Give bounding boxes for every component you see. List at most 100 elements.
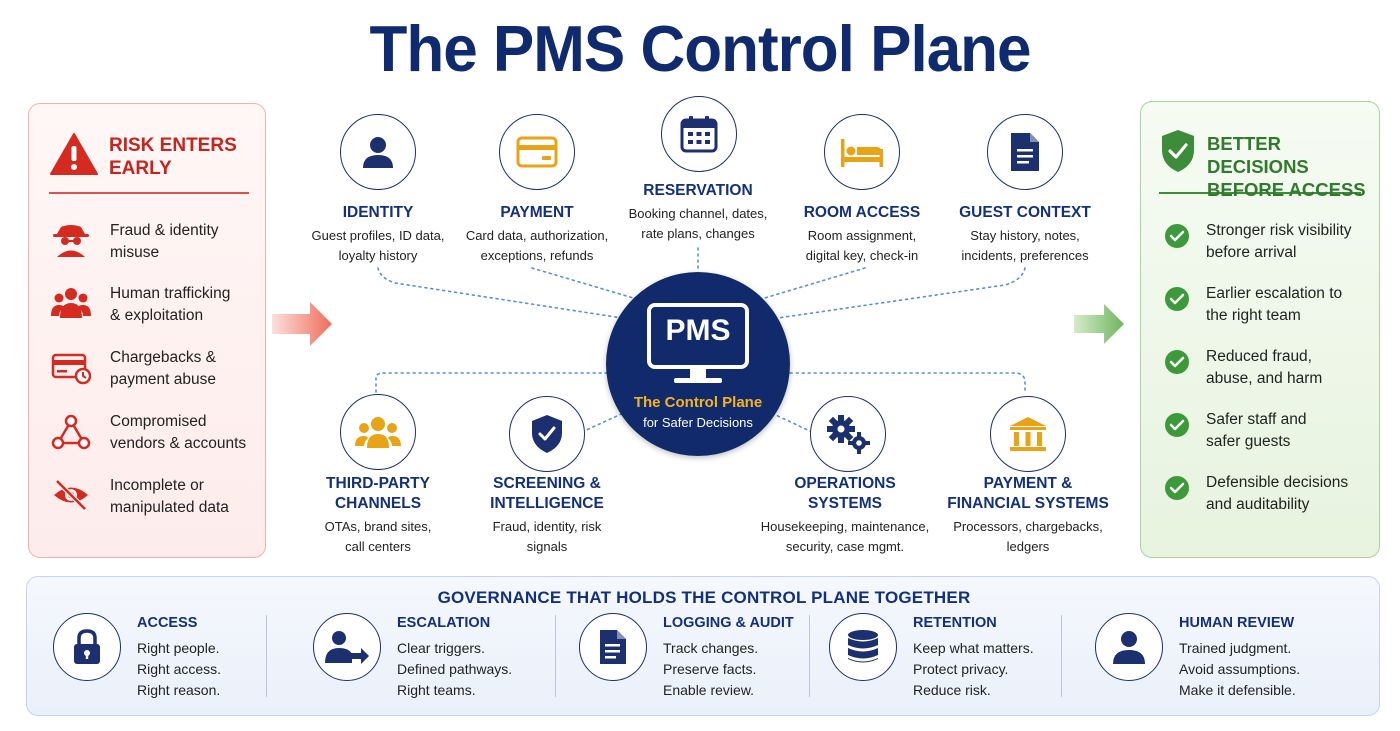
benefit-item-line: Earlier escalation to <box>1206 285 1343 302</box>
retention-icon-circle <box>829 613 897 681</box>
governance-line: Clear triggers. <box>397 640 485 656</box>
risk-header: RISK ENTERS EARLY <box>49 130 249 194</box>
node-desc: Housekeeping, maintenance, security, cas… <box>750 517 940 556</box>
risk-item: Compromised vendors & accounts <box>51 411 261 461</box>
risk-item: Fraud & identity misuse <box>51 220 261 270</box>
benefit-item: Earlier escalation to the right team <box>1165 283 1375 333</box>
pms-label: PMS <box>665 314 731 347</box>
network-nodes-icon <box>51 414 91 450</box>
left-flow-arrow <box>272 302 332 346</box>
risk-heading-line2: EARLY <box>109 158 172 179</box>
gears-icon <box>827 415 870 454</box>
governance-line: Trained judgment. <box>1179 640 1292 656</box>
check-icon <box>1165 413 1189 437</box>
node-desc-line: Booking channel, dates, <box>628 206 768 221</box>
benefit-item-line: before arrival <box>1206 244 1297 261</box>
benefit-item-text: Reduced fraud, abuse, and harm <box>1206 346 1376 390</box>
node-desc: Room assignment, digital key, check-in <box>767 226 957 265</box>
escalation-icon-circle <box>313 613 381 681</box>
risk-heading-line1: RISK ENTERS <box>109 135 237 156</box>
benefits-header: BETTER DECISIONS BEFORE ACCESS <box>1159 128 1366 200</box>
person-arrow-icon <box>325 631 369 664</box>
governance-item-human-review: HUMAN REVIEW Trained judgment. Avoid ass… <box>1095 613 1335 705</box>
pms-hub: PMS The Control Plane for Safer Decision… <box>606 272 790 456</box>
governance-line: Reduce risk. <box>913 682 991 698</box>
node-desc: Fraud, identity, risk signals <box>452 517 642 556</box>
governance-line: Defined pathways. <box>397 661 513 677</box>
governance-heading: ACCESS <box>137 615 198 631</box>
financial-node-icon <box>990 396 1066 472</box>
governance-divider <box>555 615 556 697</box>
node-desc-line: Guest profiles, ID data, <box>311 228 445 243</box>
governance-line: Keep what matters. <box>913 640 1034 656</box>
node-title: IDENTITY <box>342 204 414 221</box>
benefits-heading-line1: BETTER DECISIONS <box>1207 133 1309 177</box>
risk-item-line: misuse <box>110 244 160 261</box>
check-icon <box>1165 224 1189 248</box>
risk-item-text: Incomplete or manipulated data <box>110 475 260 519</box>
node-desc-line: rate plans, changes <box>641 225 755 241</box>
risk-panel: RISK ENTERS EARLY Fraud & identity misus… <box>28 103 266 558</box>
benefit-item-line: and auditability <box>1206 496 1310 513</box>
benefits-panel: BETTER DECISIONS BEFORE ACCESS Stronger … <box>1140 101 1380 558</box>
shield-check-icon <box>1162 130 1194 172</box>
governance-line: Avoid assumptions. <box>1179 661 1301 677</box>
governance-line: Right people. <box>137 640 220 656</box>
lock-icon <box>74 629 100 664</box>
benefits-heading-line2: BEFORE ACCESS <box>1207 179 1366 200</box>
bed-icon <box>841 139 883 167</box>
node-title-line: OPERATIONS <box>794 475 896 492</box>
governance-line: Make it defensible. <box>1179 682 1296 698</box>
node-title-line: PAYMENT & <box>983 475 1073 492</box>
node-desc: Card data, authorization, exceptions, re… <box>442 226 632 265</box>
person-icon <box>1113 631 1145 664</box>
node-desc-line: Room assignment, <box>807 228 917 243</box>
governance-item-logging: LOGGING & AUDIT Track changes. Preserve … <box>579 613 809 705</box>
governance-line: Track changes. <box>663 640 759 656</box>
risk-item: Chargebacks & payment abuse <box>51 347 261 397</box>
governance-line: Preserve facts. <box>663 661 757 677</box>
node-desc-line: ledgers <box>1006 538 1050 554</box>
benefit-item: Defensible decisions and auditability <box>1165 472 1375 522</box>
people-group-icon <box>51 288 91 318</box>
benefit-item-line: Stronger risk visibility <box>1206 222 1352 239</box>
payment-node-icon <box>499 114 575 190</box>
governance-item-escalation: ESCALATION Clear triggers. Defined pathw… <box>313 613 543 705</box>
risk-item-line: Chargebacks & <box>110 349 216 366</box>
benefit-item-text: Safer staff and safer guests <box>1206 409 1376 453</box>
node-desc-line: Fraud, identity, risk <box>492 519 602 534</box>
node-desc-line: call centers <box>345 538 411 554</box>
benefit-item-line: Safer staff and <box>1206 411 1307 428</box>
risk-item-line: Fraud & identity <box>110 222 219 239</box>
database-icon <box>848 630 878 663</box>
eye-slash-icon <box>54 479 88 511</box>
governance-heading: HUMAN REVIEW <box>1179 615 1295 631</box>
risk-item: Human trafficking & exploitation <box>51 283 261 333</box>
node-title: GUEST CONTEXT <box>959 204 1091 221</box>
benefit-item-line: Reduced fraud, <box>1206 348 1312 365</box>
person-icon <box>363 137 393 168</box>
benefit-item: Reduced fraud, abuse, and harm <box>1165 346 1375 396</box>
document-icon <box>1011 133 1039 171</box>
governance-line: Protect privacy. <box>913 661 1009 677</box>
risk-item-text: Compromised vendors & accounts <box>110 411 260 455</box>
governance-panel: GOVERNANCE THAT HOLDS THE CONTROL PLANE … <box>26 576 1380 716</box>
benefit-item-text: Earlier escalation to the right team <box>1206 283 1376 327</box>
benefit-item-line: abuse, and harm <box>1206 370 1323 387</box>
center-subtitle: The Control Plane <box>633 394 763 411</box>
logging-icon-circle <box>579 613 647 681</box>
risk-heading: RISK ENTERS EARLY <box>109 134 259 180</box>
node-title-line: SYSTEMS <box>807 495 883 512</box>
spy-icon <box>53 225 89 257</box>
node-desc-line: OTAs, brand sites, <box>324 519 432 534</box>
node-title-line: CHANNELS <box>334 495 422 512</box>
node-title: PAYMENT & FINANCIAL SYSTEMS <box>933 474 1123 514</box>
node-desc: Guest profiles, ID data, loyalty history <box>283 226 473 265</box>
risk-item-line: & exploitation <box>110 307 204 324</box>
risk-item-line: Incomplete or <box>110 477 204 494</box>
human-review-icon-circle <box>1095 613 1163 681</box>
governance-title: GOVERNANCE THAT HOLDS THE CONTROL PLANE … <box>437 588 971 607</box>
operations-node-icon <box>810 396 886 472</box>
warning-icon <box>50 133 98 175</box>
